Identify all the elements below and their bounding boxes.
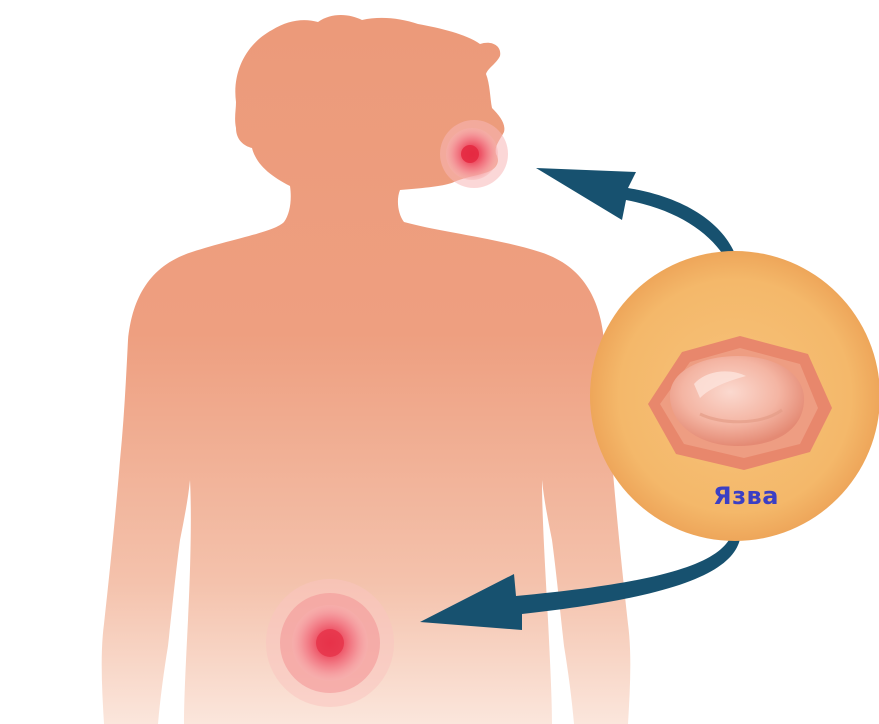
ulcer-label: Язва: [676, 482, 816, 510]
groin-lesion-core: [316, 629, 344, 657]
mouth-lesion-core: [461, 145, 479, 163]
